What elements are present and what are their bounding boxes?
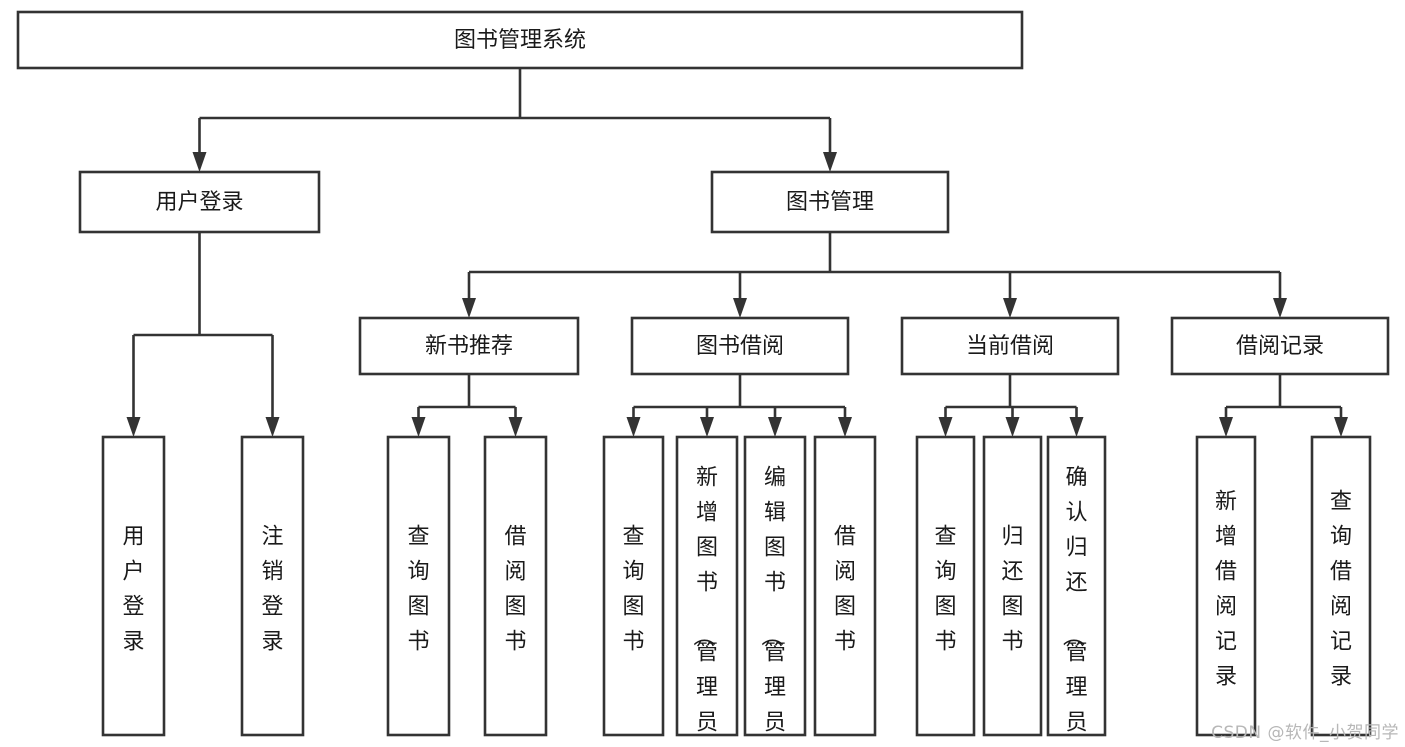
- node-label: 用户登录: [155, 190, 243, 215]
- node-level3-图书借阅[interactable]: 图书借阅: [630, 316, 850, 376]
- arrow-head-icon: [1003, 298, 1017, 318]
- node-label: 确认归还（管理员）: [1059, 465, 1087, 747]
- node-leaf-12[interactable]: 查询借阅记录: [1310, 435, 1372, 737]
- arrow-head-icon: [411, 417, 426, 437]
- arrow-head-icon: [1334, 417, 1348, 437]
- node-label: 编辑图书（管理员）: [758, 465, 786, 747]
- node-box[interactable]: [900, 316, 1120, 376]
- node-label: 查询图书: [622, 524, 644, 654]
- node-label: 查询借阅记录: [1330, 489, 1352, 689]
- node-leaf-10[interactable]: 确认归还（管理员）: [1046, 435, 1107, 747]
- arrow-head-icon: [265, 417, 280, 437]
- node-box[interactable]: [602, 435, 665, 737]
- node-label: 借阅图书: [834, 524, 856, 654]
- node-label: 归还图书: [1001, 524, 1023, 654]
- node-box[interactable]: [743, 435, 807, 737]
- arrow-head-icon: [768, 417, 782, 437]
- node-layer: 图书管理系统用户登录图书管理新书推荐图书借阅当前借阅借阅记录用户登录注销登录查询…: [16, 10, 1390, 747]
- node-box[interactable]: [915, 435, 976, 737]
- node-box[interactable]: [386, 435, 451, 737]
- node-leaf-7[interactable]: 借阅图书: [813, 435, 877, 737]
- arrow-head-icon: [1273, 298, 1287, 318]
- node-label: 查询图书: [934, 524, 956, 654]
- arrow-head-icon: [508, 417, 523, 437]
- node-box[interactable]: [101, 435, 166, 737]
- arrow-head-icon: [1005, 417, 1020, 437]
- node-label: 注销登录: [261, 524, 283, 654]
- node-box[interactable]: [16, 10, 1024, 70]
- arrow-head-icon: [462, 298, 476, 318]
- node-box[interactable]: [78, 170, 321, 234]
- node-box[interactable]: [240, 435, 305, 737]
- arrow-head-icon: [733, 298, 747, 318]
- node-leaf-1[interactable]: 注销登录: [240, 435, 305, 737]
- arrow-head-icon: [1069, 417, 1084, 437]
- arrow-head-icon: [938, 417, 953, 437]
- node-box[interactable]: [1195, 435, 1257, 737]
- node-label: 新增借阅记录: [1215, 489, 1237, 689]
- node-label: 借阅图书: [504, 524, 526, 654]
- arrow-head-icon: [700, 417, 714, 437]
- node-label: 新书推荐: [425, 334, 513, 359]
- node-label: 借阅记录: [1236, 334, 1324, 359]
- node-box[interactable]: [982, 435, 1043, 737]
- connector-layer: [126, 68, 1348, 437]
- arrow-head-icon: [823, 152, 837, 172]
- arrow-head-icon: [626, 417, 641, 437]
- node-box[interactable]: [813, 435, 877, 737]
- node-box[interactable]: [483, 435, 548, 737]
- node-box[interactable]: [1310, 435, 1372, 737]
- node-box[interactable]: [1170, 316, 1390, 376]
- node-leaf-3[interactable]: 借阅图书: [483, 435, 548, 737]
- node-leaf-9[interactable]: 归还图书: [982, 435, 1043, 737]
- node-level3-新书推荐[interactable]: 新书推荐: [358, 316, 580, 376]
- node-box[interactable]: [630, 316, 850, 376]
- node-level3-借阅记录[interactable]: 借阅记录: [1170, 316, 1390, 376]
- node-label: 查询图书: [407, 524, 429, 654]
- node-label: 当前借阅: [966, 334, 1054, 359]
- node-label: 图书管理: [786, 190, 874, 215]
- arrow-head-icon: [1219, 417, 1233, 437]
- arrow-head-icon: [838, 417, 852, 437]
- node-label: 用户登录: [122, 524, 144, 654]
- node-leaf-2[interactable]: 查询图书: [386, 435, 451, 737]
- arrow-head-icon: [192, 152, 207, 172]
- node-label: 新增图书（管理员）: [690, 465, 718, 747]
- node-leaf-8[interactable]: 查询图书: [915, 435, 976, 737]
- node-label: 图书借阅: [696, 334, 784, 359]
- node-box[interactable]: [358, 316, 580, 376]
- node-level2-用户登录[interactable]: 用户登录: [78, 170, 321, 234]
- node-leaf-5[interactable]: 新增图书（管理员）: [675, 435, 739, 747]
- node-level3-当前借阅[interactable]: 当前借阅: [900, 316, 1120, 376]
- node-leaf-11[interactable]: 新增借阅记录: [1195, 435, 1257, 737]
- node-label: 图书管理系统: [454, 28, 586, 53]
- node-root-system[interactable]: 图书管理系统: [16, 10, 1024, 70]
- arrow-head-icon: [126, 417, 141, 437]
- node-leaf-0[interactable]: 用户登录: [101, 435, 166, 737]
- node-box[interactable]: [1046, 435, 1107, 737]
- node-leaf-6[interactable]: 编辑图书（管理员）: [743, 435, 807, 747]
- node-box[interactable]: [710, 170, 950, 234]
- node-box[interactable]: [675, 435, 739, 737]
- node-leaf-4[interactable]: 查询图书: [602, 435, 665, 737]
- node-level2-图书管理[interactable]: 图书管理: [710, 170, 950, 234]
